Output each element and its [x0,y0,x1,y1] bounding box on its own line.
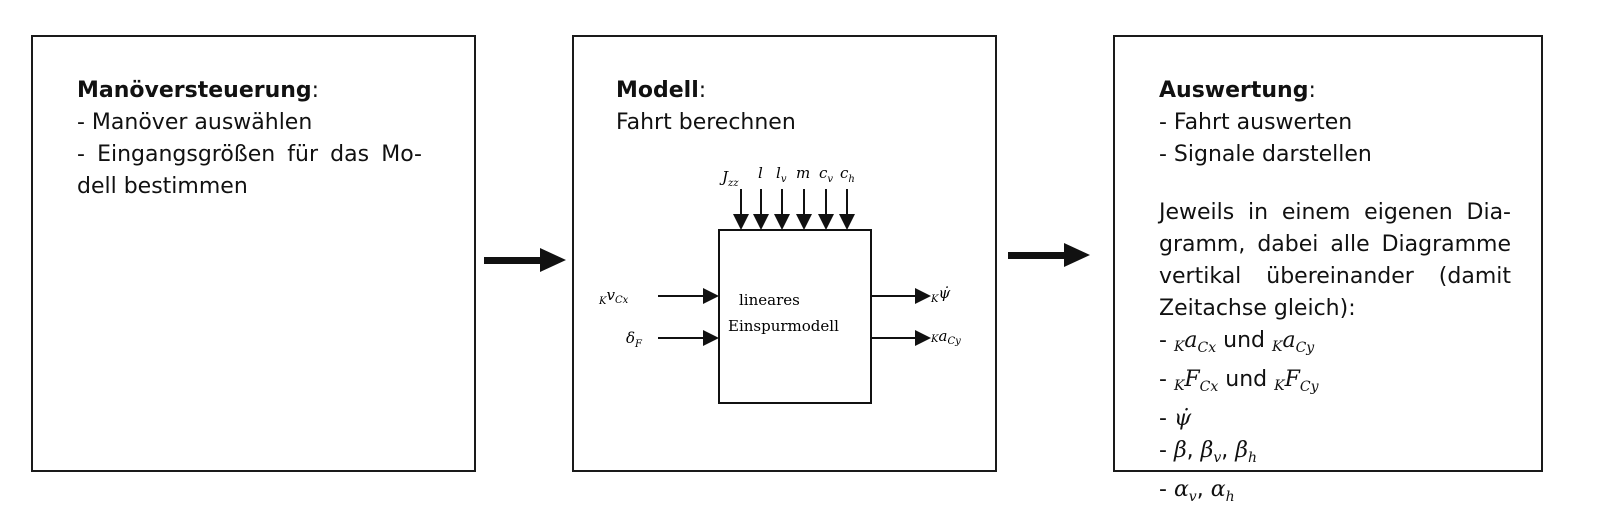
maneuver-control-title: Manöversteuerung: [77,78,320,103]
signal-item-tire-slip: - αv, αh [1159,477,1235,505]
param-label-l: l [758,164,763,182]
signal-item-slip-angle: - β, βv, βh [1159,438,1258,466]
flow-arrow-2-shaft [1008,252,1066,259]
param-label-ch: ch [840,164,855,185]
evaluation-title: Auswertung: [1159,78,1316,103]
single-track-model-block [718,229,872,404]
evaluation-paragraph-3: vertikal übereinander (damit [1159,264,1511,289]
maneuver-line-1: - Manöver auswählen [77,110,313,135]
evaluation-paragraph-2: gramm, dabei alle Diagramme [1159,232,1511,257]
signal-item-force: - KFCx und KFCy [1159,367,1319,395]
evaluation-paragraph-1: Jeweils in einem eigenen Dia- [1159,200,1511,225]
block-label-line-2: Einspurmodell [728,317,839,335]
evaluation-line-2: - Signale darstellen [1159,142,1372,167]
flow-arrow-1-head [540,248,566,272]
signal-item-acceleration: - KaCx und KaCy [1159,328,1315,356]
param-label-m: m [796,164,810,182]
input-label-steering: δF [626,329,643,350]
block-diagram: lineares Einspurmodell Jzz l lv m cv ch … [598,164,961,404]
evaluation-panel: Auswertung: - Fahrt auswerten - Signale … [1113,35,1543,505]
maneuver-line-3: dell bestimmen [77,174,248,199]
maneuver-line-2: - Eingangsgrößen für das Mo- [77,142,422,167]
output-label-yaw-rate: Kψ̇ [930,284,950,305]
model-panel: Modell: Fahrt berechnen lineares Einspur… [572,35,997,472]
model-subtitle: Fahrt berechnen [616,110,796,135]
param-label-cv: cv [819,164,833,185]
block-label-line-1: lineares [739,291,800,309]
flow-arrow-1-shaft [484,257,542,264]
evaluation-line-1: - Fahrt auswerten [1159,110,1353,135]
output-label-lateral-accel: KaCy [930,327,961,347]
evaluation-paragraph-4: Zeitachse gleich): [1159,296,1356,321]
input-label-velocity: KvCx [598,286,629,307]
param-label-lv: lv [776,164,787,185]
flow-arrow-2-head [1064,243,1090,267]
model-title: Modell: [616,78,707,103]
maneuver-control-panel: Manöversteuerung: - Manöver auswählen - … [31,35,476,472]
signal-item-yaw-rate: - ψ̇ [1159,406,1192,431]
param-label-jzz: Jzz [719,168,739,189]
